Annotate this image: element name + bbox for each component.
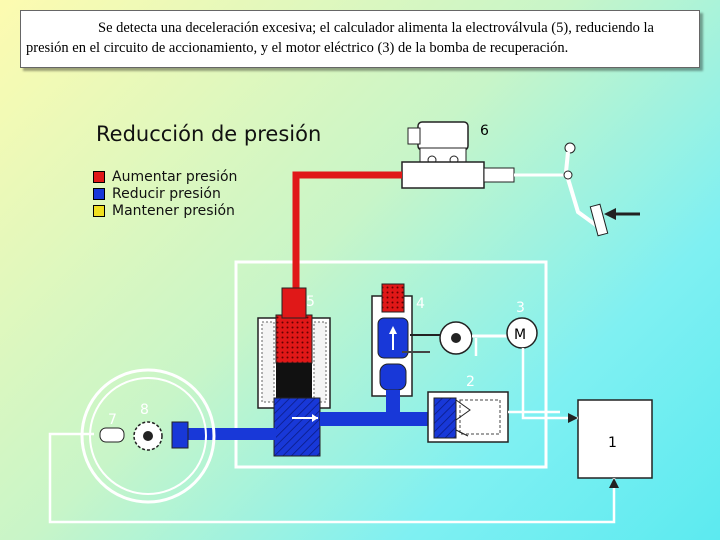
signal-wires bbox=[48, 338, 616, 524]
diagram-title: Reducción de presión bbox=[96, 122, 322, 146]
hydraulic-unit-housing bbox=[234, 260, 548, 469]
label-7: 7 bbox=[108, 412, 117, 428]
master-cylinder bbox=[401, 121, 568, 189]
legend-label-increase: Aumentar presión bbox=[112, 168, 238, 185]
wheel-assembly bbox=[80, 368, 216, 504]
red-pressure-line bbox=[292, 171, 402, 290]
motor-label: M bbox=[514, 327, 526, 343]
label-2: 2 bbox=[466, 374, 475, 390]
valve-2 bbox=[427, 391, 509, 443]
legend-item-decrease: Reducir presión bbox=[93, 185, 237, 202]
motor-3: M bbox=[472, 317, 538, 349]
label-1: 1 bbox=[608, 435, 617, 451]
electrovalve-5 bbox=[257, 287, 331, 409]
arrow-ecu-up bbox=[609, 478, 619, 488]
label-8: 8 bbox=[140, 402, 149, 418]
ecu-1 bbox=[577, 399, 653, 479]
legend-label-decrease: Reducir presión bbox=[112, 185, 221, 202]
legend-swatch-blue bbox=[93, 187, 105, 200]
label-6: 6 bbox=[480, 123, 489, 139]
brake-pedal bbox=[563, 142, 640, 237]
legend-item-maintain: Mantener presión bbox=[93, 202, 237, 219]
arrow-ecu-in bbox=[568, 413, 578, 423]
blue-return-circuit bbox=[171, 397, 430, 457]
label-3: 3 bbox=[516, 300, 525, 316]
legend-item-increase: Aumentar presión bbox=[93, 168, 237, 185]
legend-swatch-red bbox=[93, 170, 105, 183]
legend-label-maintain: Mantener presión bbox=[112, 202, 235, 219]
legend: Aumentar presión Reducir presión Mantene… bbox=[93, 168, 237, 219]
legend-swatch-yellow bbox=[93, 204, 105, 217]
caption-text: Se detecta una deceleración excesiva; el… bbox=[26, 20, 654, 56]
label-4: 4 bbox=[416, 296, 425, 312]
pump-4 bbox=[371, 283, 473, 414]
label-5: 5 bbox=[306, 294, 315, 310]
caption-box: Se detecta una deceleración excesiva; el… bbox=[20, 10, 700, 68]
